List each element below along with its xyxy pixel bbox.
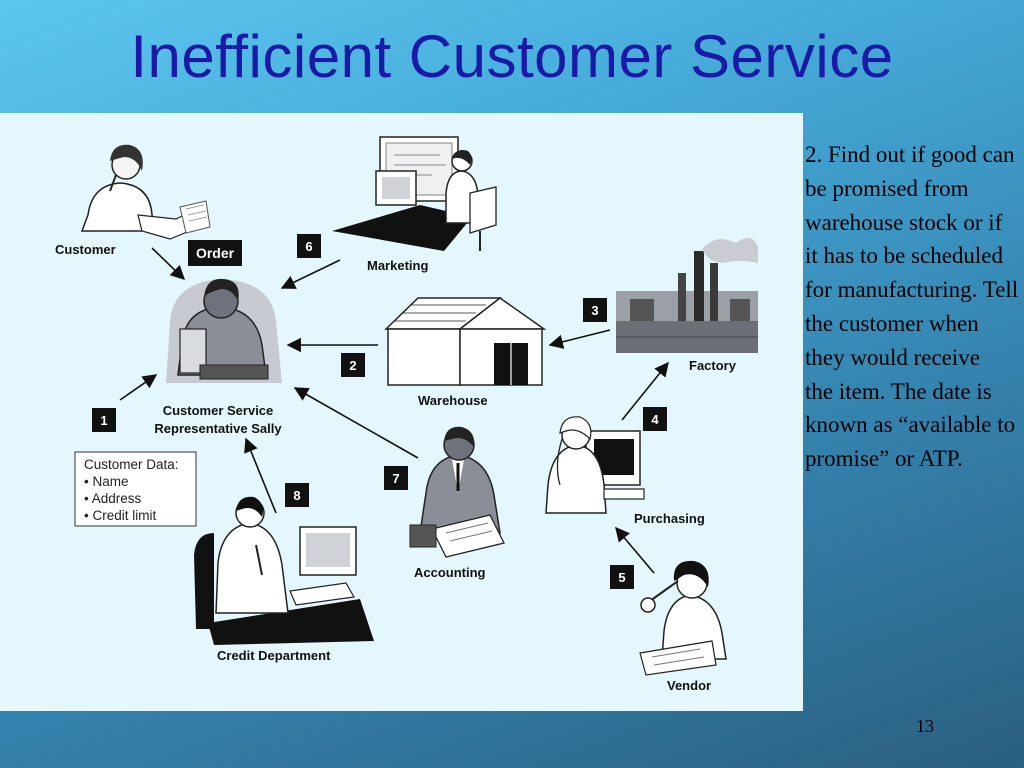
arrow-step-8 — [244, 437, 277, 514]
vendor-label: Vendor — [667, 678, 711, 693]
credit-department-figure-icon — [194, 496, 374, 645]
step-badge-1: 1 — [92, 408, 116, 432]
marketing-label: Marketing — [367, 258, 428, 273]
page-number: 13 — [916, 716, 934, 736]
csr-label-line1: Customer Service — [163, 403, 274, 418]
csr-label-line2: Representative Sally — [154, 421, 282, 436]
step-badge-5: 5 — [610, 565, 634, 589]
customer-data-item-name: • Name — [84, 474, 129, 489]
svg-text:5: 5 — [618, 570, 625, 585]
customer-label: Customer — [55, 242, 116, 257]
accounting-label: Accounting — [414, 565, 486, 580]
step-badge-4: 4 — [643, 407, 667, 431]
step-badge-6: 6 — [297, 234, 321, 258]
svg-text:2: 2 — [349, 358, 356, 373]
csr-figure-icon — [166, 278, 282, 383]
slide-title: Inefficient Customer Service — [130, 23, 894, 90]
factory-icon — [616, 237, 758, 353]
credit-department-label: Credit Department — [217, 648, 331, 663]
step-badge-7: 7 — [384, 466, 408, 490]
arrow-step-6 — [280, 259, 341, 289]
arrow-step-7 — [293, 387, 419, 459]
purchasing-label: Purchasing — [634, 511, 705, 526]
step-badge-2: 2 — [341, 353, 365, 377]
factory-label: Factory — [689, 358, 737, 373]
customer-data-title: Customer Data: — [84, 457, 179, 472]
svg-text:6: 6 — [305, 239, 312, 254]
svg-text:3: 3 — [591, 303, 598, 318]
customer-figure-icon — [80, 144, 211, 240]
customer-data-item-address: • Address — [84, 491, 142, 506]
arrow-step-5 — [615, 526, 655, 574]
arrow-step-4 — [621, 361, 669, 421]
svg-text:1: 1 — [100, 413, 107, 428]
customer-data-box: Customer Data: • Name • Address • Credit… — [74, 451, 197, 527]
purchasing-figure-icon — [545, 416, 645, 514]
order-tag: Order — [188, 240, 242, 266]
process-diagram: Customer Order Customer Service Represen… — [0, 113, 803, 711]
svg-text:8: 8 — [293, 488, 300, 503]
svg-text:7: 7 — [392, 471, 399, 486]
arrow-customer-to-csr — [151, 247, 186, 281]
order-label: Order — [196, 245, 235, 261]
accounting-figure-icon — [409, 426, 505, 558]
svg-text:4: 4 — [651, 412, 659, 427]
arrow-step-3 — [548, 329, 611, 349]
warehouse-icon — [384, 297, 547, 386]
arrow-step-1 — [119, 374, 158, 401]
step-2-description: 2. Find out if good can be promised from… — [805, 142, 1019, 472]
marketing-figure-icon — [332, 136, 497, 251]
step-badge-3: 3 — [583, 298, 607, 322]
customer-data-item-credit-limit: • Credit limit — [84, 508, 156, 523]
warehouse-label: Warehouse — [418, 393, 488, 408]
step-badge-8: 8 — [285, 483, 309, 507]
vendor-figure-icon — [639, 560, 727, 676]
